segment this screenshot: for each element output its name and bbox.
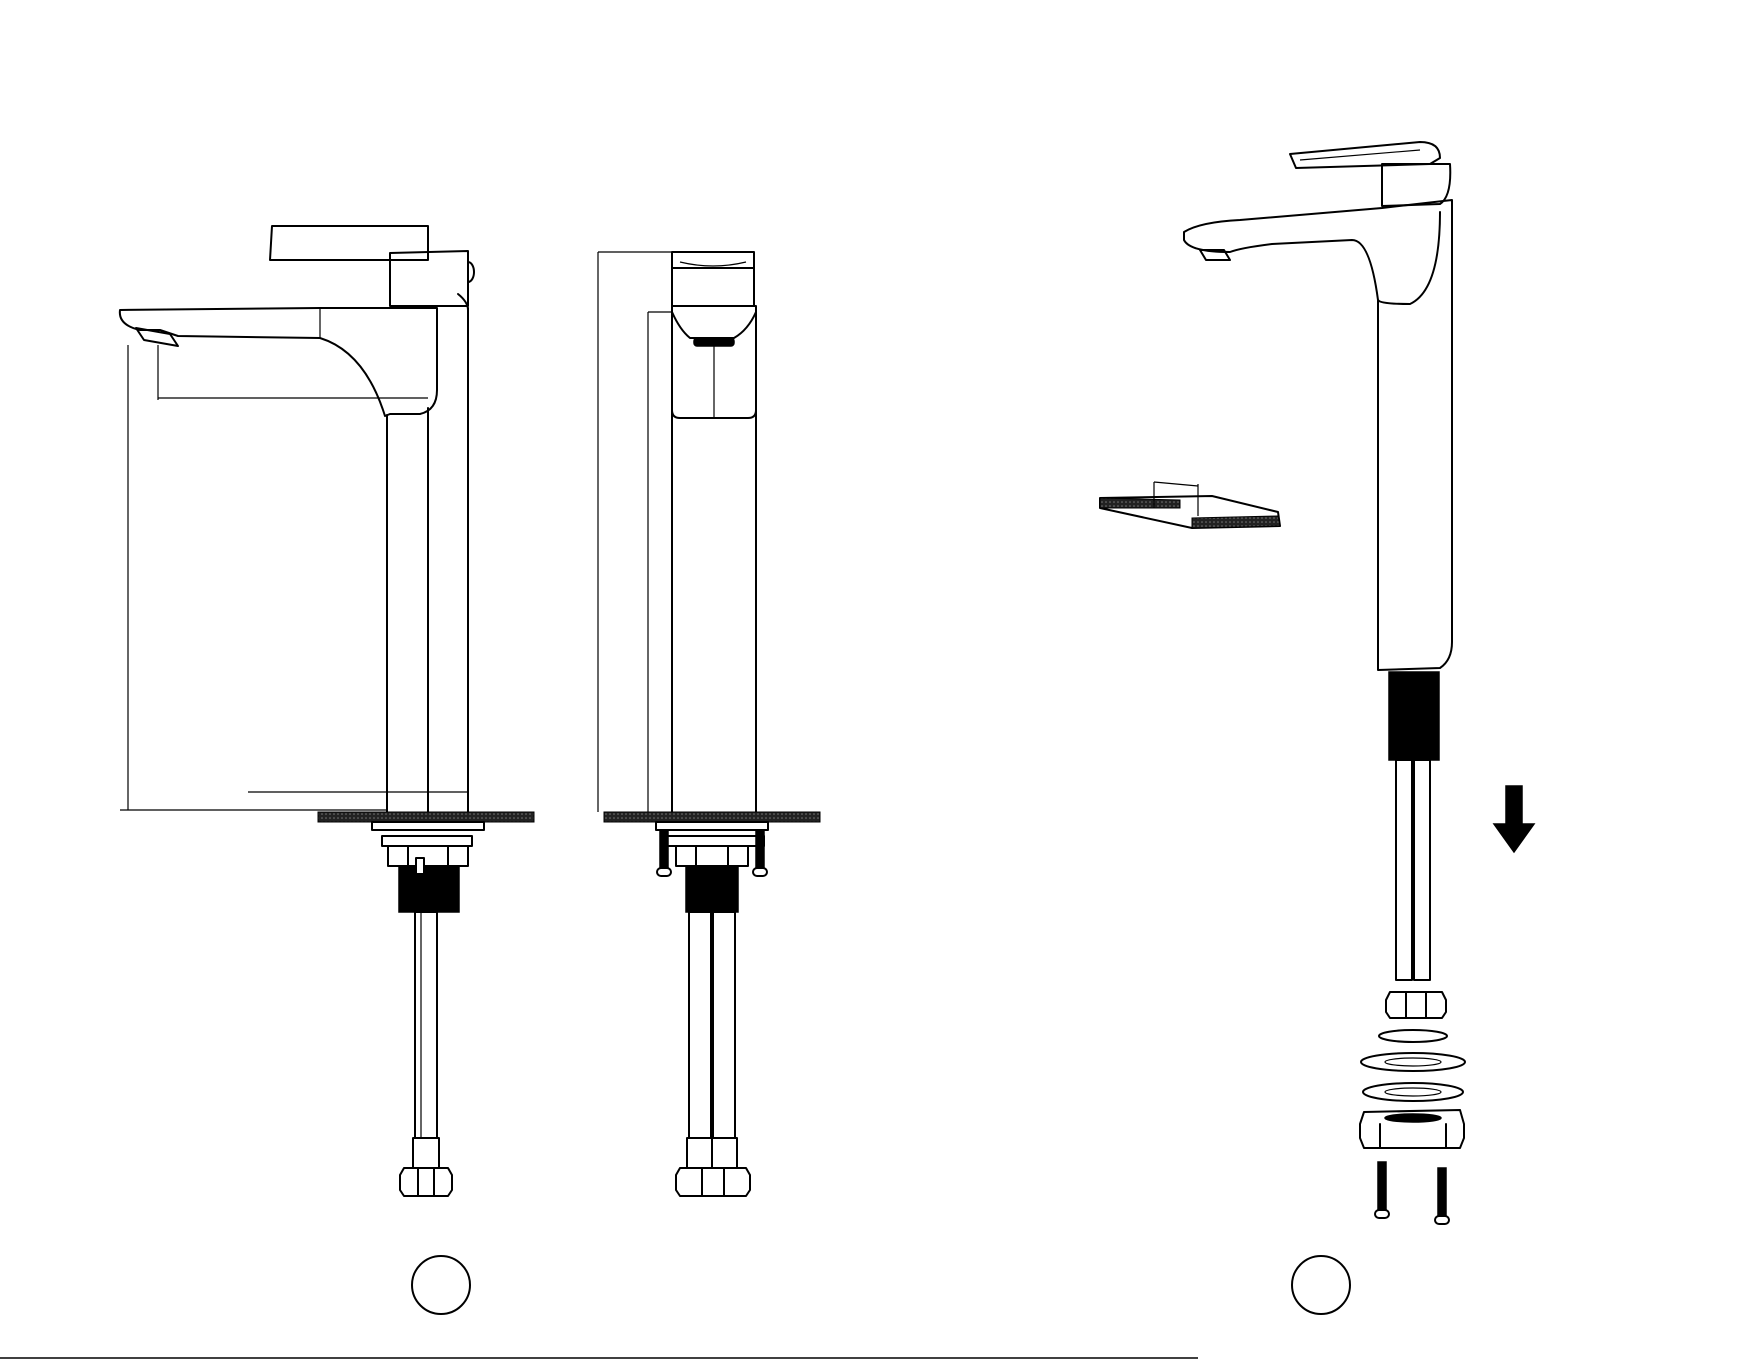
countertop-thickness-detail [1100, 482, 1280, 528]
side-shank [399, 866, 459, 912]
side-countertop [318, 812, 534, 822]
front-handle [672, 252, 754, 306]
front-screw-right [753, 868, 767, 876]
exploded-screw-left [1375, 1162, 1389, 1218]
side-hose-nut [400, 1168, 452, 1196]
exploded-handle-body [1382, 164, 1450, 206]
exploded-metal-washer [1363, 1083, 1463, 1101]
exploded-hose-left [1396, 760, 1412, 980]
front-locknut [676, 846, 748, 866]
exploded-hose-right [1414, 760, 1430, 980]
side-locknut [388, 846, 468, 866]
side-supply-hose [415, 912, 437, 1138]
front-aerator [694, 338, 734, 346]
front-spout [672, 312, 756, 338]
faucet-exploded-view [1100, 142, 1534, 1224]
faucet-side-view [120, 226, 534, 1196]
front-countertop [604, 812, 820, 822]
page-number-circle-left [412, 1256, 470, 1314]
arrow-down-icon [1494, 786, 1534, 852]
front-hose-right [713, 912, 735, 1138]
side-handle-lever [270, 226, 428, 260]
exploded-screw-right [1435, 1168, 1449, 1224]
exploded-threaded-shank [1389, 672, 1439, 760]
exploded-o-ring [1379, 1030, 1447, 1042]
front-hose-left [689, 912, 711, 1138]
page-number-circle-right [1292, 1256, 1350, 1314]
front-shank [686, 866, 738, 912]
faucet-front-view [598, 252, 820, 1196]
front-screw-left [657, 868, 671, 876]
exploded-rubber-washer [1361, 1053, 1465, 1071]
side-washer [382, 836, 472, 846]
exploded-hose-nuts [1386, 992, 1446, 1018]
exploded-body [1184, 200, 1452, 670]
side-spout [120, 308, 437, 416]
side-gasket [372, 822, 484, 830]
front-hose-nuts [676, 1168, 750, 1196]
